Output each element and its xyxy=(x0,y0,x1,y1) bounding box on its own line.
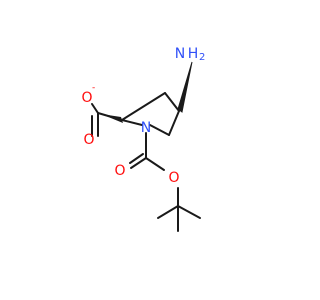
bond-carboxyl-c-o-minus xyxy=(91,103,99,114)
bond-c4-c5 xyxy=(168,110,180,136)
bond-boc-c-o-a xyxy=(130,157,147,169)
structure-diagram: N H 2 N O - O O O xyxy=(81,46,205,232)
carboxylate-charge: - xyxy=(92,83,95,93)
bonds xyxy=(91,92,201,232)
wedge-bond-c2-carboxyl xyxy=(101,114,123,123)
bond-boc-c-o-b xyxy=(129,153,144,164)
amine-h-label: H xyxy=(188,46,199,62)
bond-n1-c2 xyxy=(121,119,143,126)
bond-c3-c4 xyxy=(164,92,180,112)
boc-ester-o-label: O xyxy=(168,170,179,186)
ring-n-label: N xyxy=(141,120,151,136)
bond-c2-c3 xyxy=(121,92,166,121)
wedge-bond-c4-nh2 xyxy=(177,61,193,113)
amine-h-count: 2 xyxy=(199,52,205,63)
carboxylate-o-minus-label: O xyxy=(81,90,92,106)
boc-carbonyl-o-label: O xyxy=(114,163,125,179)
bond-c5-n1 xyxy=(149,124,170,136)
carboxylate-o-double-label: O xyxy=(83,132,94,148)
molecule-canvas: N H 2 N O - O O O xyxy=(81,46,205,232)
atom-labels: N H 2 N O - O O O xyxy=(81,46,205,186)
bond-tbu-me1 xyxy=(177,205,201,219)
amine-n-label: N xyxy=(175,46,185,62)
bond-tbu-me2 xyxy=(157,205,179,219)
bond-boc-c-o-ester xyxy=(145,157,165,171)
